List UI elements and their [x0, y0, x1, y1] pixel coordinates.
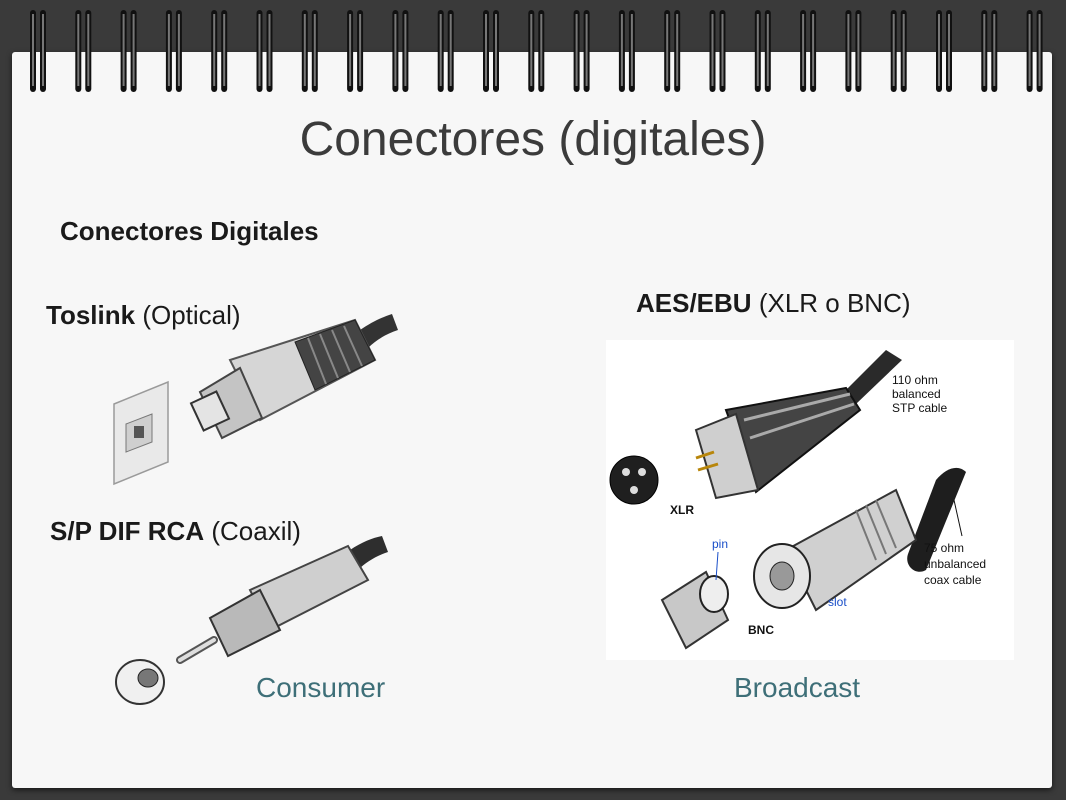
- binding-ring: [800, 10, 817, 92]
- toslink-connector-image: [113, 314, 398, 486]
- spdif-detail: (Coaxil): [211, 516, 301, 546]
- binding-ring: [392, 10, 409, 92]
- xlr-cable-line-1: 110 ohm: [892, 373, 938, 387]
- binding-ring: [483, 10, 499, 92]
- binding-ring: [256, 10, 273, 92]
- binding-ring: [30, 10, 46, 92]
- bnc-pin-label: pin: [712, 537, 728, 551]
- bnc-cable-line-1: 75 ohm: [924, 541, 964, 555]
- binding-ring: [664, 10, 681, 92]
- binding-ring: [165, 10, 182, 92]
- binding-ring: [437, 10, 454, 92]
- binding-ring: [301, 10, 318, 92]
- binding-ring: [981, 10, 998, 92]
- spiral-binding: [30, 10, 1043, 92]
- rca-connector-image: [115, 536, 388, 705]
- binding-ring: [75, 10, 92, 92]
- binding-ring: [936, 10, 952, 92]
- binding-ring: [845, 10, 862, 92]
- spdif-name: S/P DIF RCA: [50, 516, 205, 546]
- binding-ring: [890, 10, 907, 92]
- spdif-label: S/P DIF RCA (Coaxil): [50, 516, 301, 547]
- binding-ring: [573, 10, 590, 92]
- toslink-label: Toslink (Optical): [46, 300, 241, 331]
- binding-ring: [1026, 10, 1043, 92]
- binding-ring: [618, 10, 635, 92]
- xlr-cable-line-3: STP cable: [892, 401, 947, 415]
- broadcast-label: Broadcast: [734, 672, 861, 703]
- toslink-name: Toslink: [46, 300, 136, 330]
- bnc-cable-line-2: unbalanced: [924, 557, 986, 571]
- aes-detail: (XLR o BNC): [758, 288, 911, 318]
- aes-ebu-connector-image: 110 ohm balanced STP cable XLR pin slot …: [606, 340, 1014, 660]
- bnc-cable-line-3: coax cable: [924, 573, 982, 587]
- toslink-detail: (Optical): [142, 300, 241, 330]
- section-title: Conectores Digitales: [60, 216, 319, 246]
- xlr-label: XLR: [670, 503, 694, 517]
- page-title: Conectores (digitales): [299, 113, 767, 166]
- aes-name: AES/EBU: [636, 288, 752, 318]
- binding-ring: [754, 10, 771, 92]
- binding-ring: [120, 10, 137, 92]
- binding-ring: [709, 10, 726, 92]
- consumer-label: Consumer: [256, 672, 386, 703]
- bnc-label: BNC: [748, 623, 774, 637]
- binding-ring: [347, 10, 364, 92]
- aes-label: AES/EBU (XLR o BNC): [636, 288, 911, 319]
- bnc-slot-label: slot: [828, 595, 847, 609]
- xlr-cable-line-2: balanced: [892, 387, 941, 401]
- binding-ring: [211, 10, 228, 92]
- binding-ring: [528, 10, 545, 92]
